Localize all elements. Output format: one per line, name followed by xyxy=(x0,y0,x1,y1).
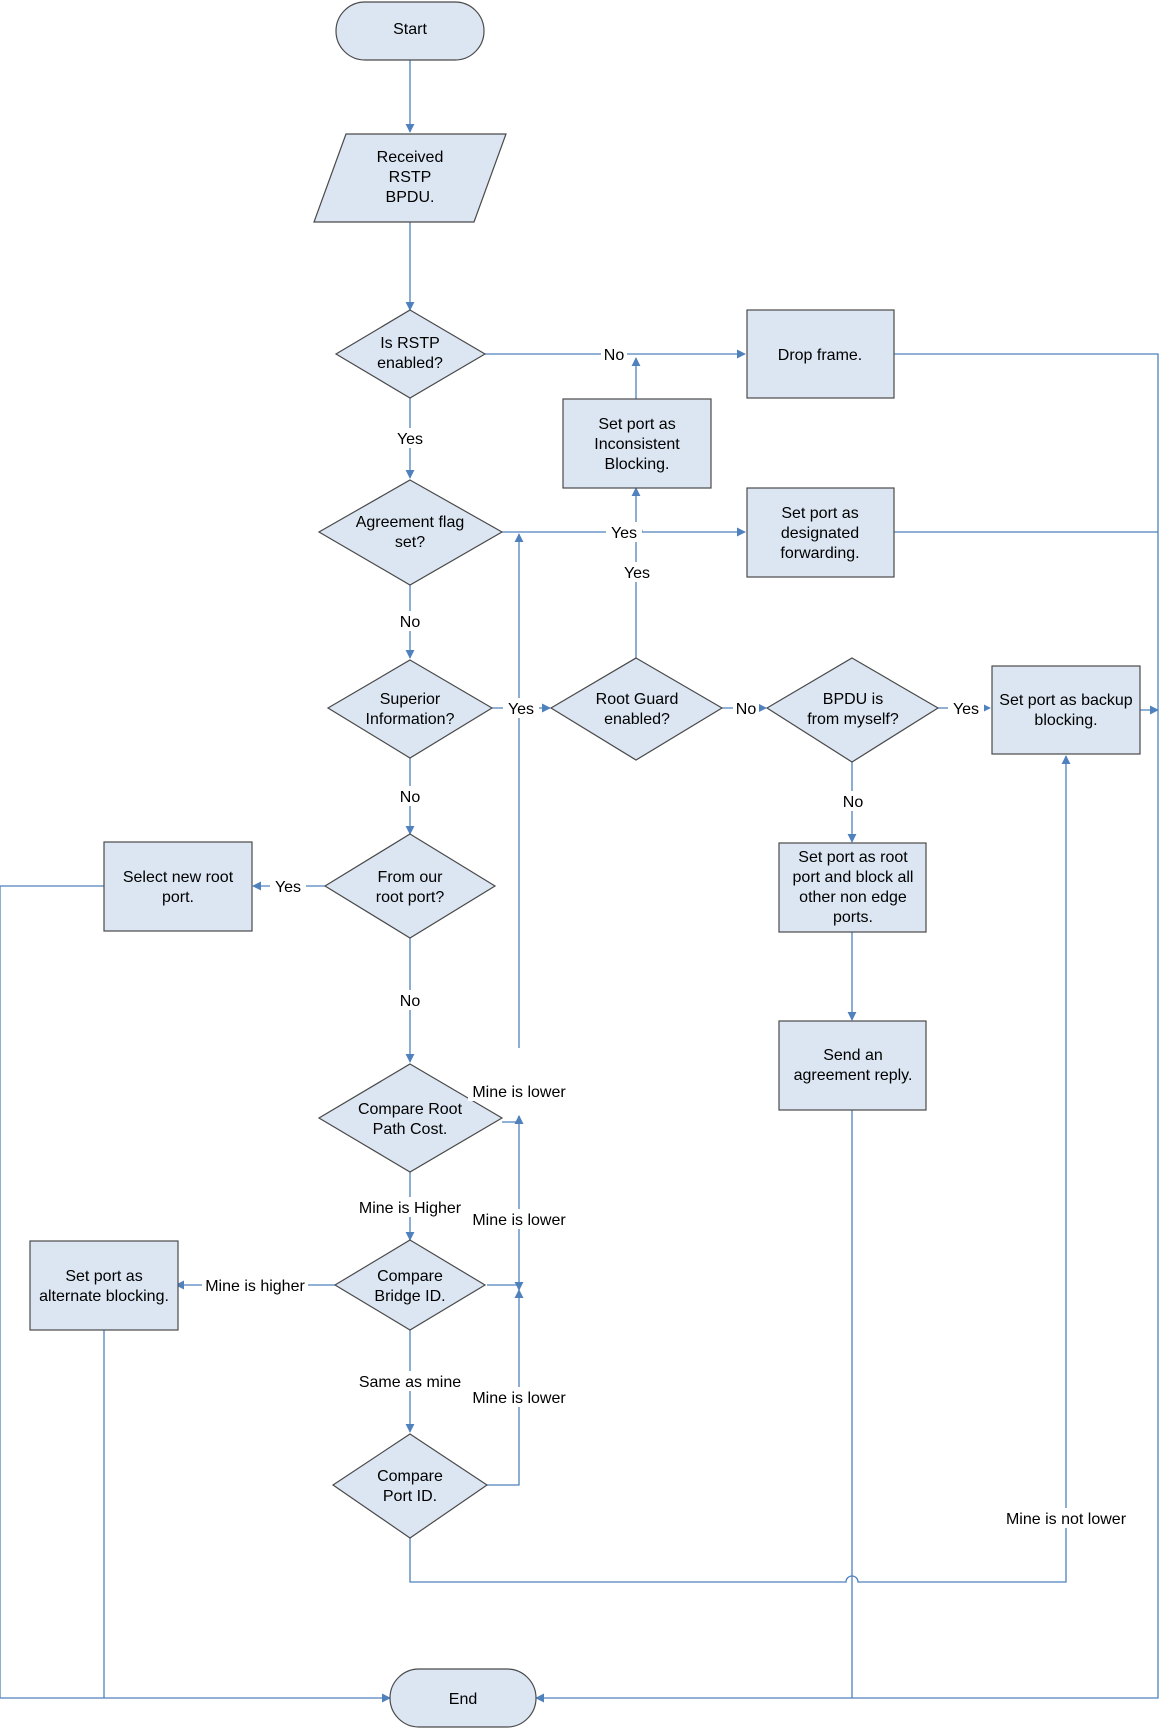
svg-text:No: No xyxy=(843,794,864,811)
svg-text:Mine is lower: Mine is lower xyxy=(472,1390,566,1407)
edge-port-lower xyxy=(487,1289,524,1486)
label-superior-yes: Yes xyxy=(503,698,539,718)
select-new-root-box xyxy=(103,841,253,932)
svg-text:No: No xyxy=(400,993,421,1010)
svg-text:Yes: Yes xyxy=(953,701,979,718)
label-port-not-lower: Mine is not lower xyxy=(998,1508,1134,1528)
shapes xyxy=(29,1,1141,1728)
svg-text:Mine is lower: Mine is lower xyxy=(472,1212,566,1229)
inconsistent-blocking-box xyxy=(562,398,712,489)
label-bridge-lower: Mine is lower xyxy=(468,1209,570,1229)
label-bridge-same: Same as mine xyxy=(354,1371,466,1391)
svg-text:Mine is lower: Mine is lower xyxy=(472,1084,566,1101)
end-label: End xyxy=(449,1691,477,1708)
edge-select-end xyxy=(0,885,391,1703)
svg-text:Mine is not lower: Mine is not lower xyxy=(1006,1511,1127,1528)
svg-text:Yes: Yes xyxy=(397,431,423,448)
label-rootguard-no: No xyxy=(733,698,759,718)
svg-text:No: No xyxy=(400,614,421,631)
backup-blocking-box xyxy=(991,665,1141,755)
designated-forwarding-box xyxy=(746,487,895,578)
from-root-port-decision xyxy=(323,833,497,939)
start-label: Start xyxy=(393,21,427,38)
label-rootport-no: No xyxy=(397,990,423,1010)
svg-text:Yes: Yes xyxy=(275,879,301,896)
label-rstp-yes: Yes xyxy=(392,428,428,448)
edge-labels: No Yes Yes No Yes No Yes No Yes No Yes N… xyxy=(202,344,1134,1528)
svg-text:Yes: Yes xyxy=(611,525,637,542)
svg-text:Yes: Yes xyxy=(624,565,650,582)
edge-cost-lower xyxy=(502,1115,524,1125)
drop-frame-label: Drop frame. xyxy=(778,347,862,364)
label-port-lower: Mine is lower xyxy=(468,1387,570,1407)
svg-text:No: No xyxy=(736,701,757,718)
label-agree-yes: Yes xyxy=(606,522,642,542)
drop-frame-box xyxy=(746,309,895,399)
rstp-enabled-decision xyxy=(334,309,487,399)
superior-information-decision xyxy=(326,659,494,759)
edge-drop-end xyxy=(535,353,1159,1703)
label-rstp-no: No xyxy=(601,344,627,364)
compare-port-id-decision xyxy=(331,1433,489,1539)
label-rootport-yes: Yes xyxy=(270,876,306,896)
label-agree-no: No xyxy=(397,611,423,631)
label-rootguard-yes: Yes xyxy=(619,562,655,582)
compare-root-path-cost-decision xyxy=(317,1063,504,1173)
svg-text:Mine is higher: Mine is higher xyxy=(205,1278,305,1295)
edge-port-notlower-backup xyxy=(409,755,1071,1583)
label-bridge-higher: Mine is higher xyxy=(202,1275,308,1295)
label-myself-no: No xyxy=(840,791,866,811)
label-myself-yes: Yes xyxy=(948,698,984,718)
svg-text:Yes: Yes xyxy=(508,701,534,718)
label-cost-lower: Mine is lower xyxy=(468,1081,570,1101)
alternate-blocking-box xyxy=(29,1240,179,1331)
edge-bridge-lower xyxy=(487,1281,524,1291)
root-guard-decision xyxy=(549,657,724,761)
compare-bridge-id-decision xyxy=(333,1239,487,1331)
agreement-flag-decision xyxy=(317,479,504,586)
label-superior-no: No xyxy=(397,786,423,806)
set-root-port-box xyxy=(778,842,927,933)
send-agreement-box xyxy=(778,1020,927,1111)
svg-text:Mine is Higher: Mine is Higher xyxy=(359,1200,462,1217)
label-cost-higher: Mine is Higher xyxy=(352,1197,468,1217)
svg-text:No: No xyxy=(400,789,421,806)
bpdu-from-myself-decision xyxy=(765,657,940,763)
svg-text:Same as mine: Same as mine xyxy=(359,1374,461,1391)
received-bpdu-parallelogram xyxy=(313,133,507,223)
start-terminator xyxy=(335,1,485,61)
end-terminator xyxy=(389,1668,537,1728)
svg-text:No: No xyxy=(604,347,625,364)
